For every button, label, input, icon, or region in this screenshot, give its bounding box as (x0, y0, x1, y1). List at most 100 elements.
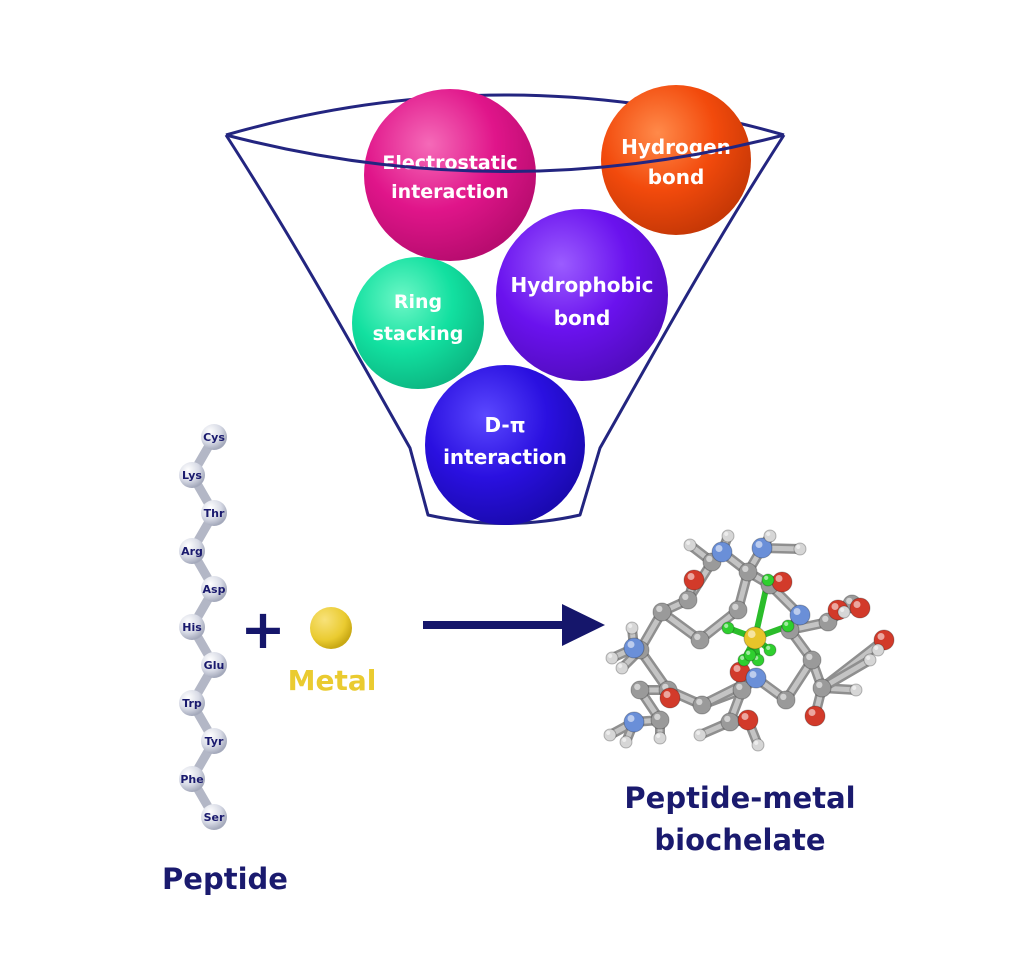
atom-shine (754, 740, 759, 746)
ring-line1: Ring (394, 291, 442, 313)
residue-bead (179, 766, 205, 792)
dpi-line2: interaction (443, 445, 567, 469)
hydrogen-atom (863, 653, 877, 667)
atom-shine (793, 608, 801, 615)
atom-shine (840, 607, 845, 613)
atom-shine (852, 685, 857, 691)
hydrogen-atom (751, 738, 765, 752)
hydrogen-atom (793, 542, 807, 556)
atom-shine (687, 573, 695, 580)
ligand-atom (721, 621, 735, 635)
nitrogen-atom (711, 541, 733, 563)
ligand-atom (763, 643, 777, 657)
atom-shine (806, 653, 813, 660)
biochelate-molecule-model (603, 529, 895, 752)
oxygen-atom (849, 597, 871, 619)
hydrogen-atom (605, 651, 619, 665)
ligand-atom (761, 573, 775, 587)
oxygen-atom (659, 687, 681, 709)
metal-label: Metal (287, 664, 377, 697)
residue-label: Thr (204, 507, 225, 520)
carbon-atom (678, 590, 698, 610)
carbon-atom (802, 650, 822, 670)
residue-label: Cys (203, 431, 225, 444)
atom-shine (780, 693, 787, 700)
oxygen-atom (737, 709, 759, 731)
atom-shine (627, 715, 635, 722)
atom-shine (747, 630, 756, 639)
metal-center (743, 626, 767, 650)
hydrogen-atom (619, 735, 633, 749)
residue-label: Glu (204, 659, 225, 672)
atom-shine (618, 663, 623, 669)
residue-bead (201, 500, 227, 526)
atom-shine (775, 575, 783, 582)
residue-bead (179, 690, 205, 716)
atom-shine (627, 641, 635, 648)
hydrogen-atom (849, 683, 863, 697)
atom-shine (742, 565, 749, 572)
atom-shine (634, 683, 641, 690)
product-label: Peptide-metal biochelate (590, 777, 890, 861)
atom-shine (831, 603, 839, 610)
residue-label: His (182, 621, 202, 634)
hydrogen-atom (625, 621, 639, 635)
residue-bead (201, 652, 227, 678)
hydrogen-line2: bond (648, 165, 705, 189)
atom-shine (764, 575, 769, 581)
electrostatic-interaction-sphere: Electrostatic interaction (364, 89, 536, 261)
residue-label: Trp (182, 697, 202, 710)
dpi-line1: D-π (484, 413, 525, 437)
atom-shine (732, 603, 739, 610)
atom-shine (724, 623, 729, 629)
atom-shine (853, 601, 861, 608)
atom-shine (816, 681, 823, 688)
atom-shine (766, 531, 771, 537)
hydrogen-line1: Hydrogen (621, 135, 731, 159)
atom-shine (696, 730, 701, 736)
carbon-atom (690, 630, 710, 650)
atom-shine (622, 737, 627, 743)
atom-shine (808, 709, 816, 716)
hydrogen-atom (603, 728, 617, 742)
atom-shine (736, 683, 743, 690)
atom-shine (662, 683, 669, 690)
residue-bead (179, 462, 205, 488)
ring-stacking-sphere: Ring stacking (352, 257, 484, 389)
residue-label: Lys (182, 469, 202, 482)
atom-shine (796, 544, 801, 550)
atom-shine (822, 615, 829, 622)
molecule-bond-highlight (819, 657, 873, 691)
atom-shine (706, 555, 713, 562)
peptide-label: Peptide (162, 862, 288, 896)
electrostatic-line2: interaction (391, 181, 509, 203)
residue-label: Ser (204, 811, 225, 824)
carbon-atom (650, 710, 670, 730)
atom-shine (740, 655, 745, 661)
hydrogen-atom (721, 529, 735, 543)
atom-shine (715, 545, 723, 552)
residue-label: Arg (181, 545, 203, 558)
product-label-line2: biochelate (654, 823, 826, 857)
plus-sign: + (240, 598, 285, 661)
hydrogen-atom (615, 661, 629, 675)
hydrogen-atom (837, 605, 851, 619)
atom-shine (874, 645, 879, 651)
atom-shine (846, 597, 853, 604)
atom-shine (755, 541, 763, 548)
atom-shine (656, 605, 663, 612)
nitrogen-atom (745, 667, 767, 689)
oxygen-atom (771, 571, 793, 593)
atom-shine (746, 650, 751, 656)
atom-shine (741, 713, 749, 720)
atom-shine (656, 733, 661, 739)
atom-shine (749, 671, 757, 678)
oxygen-atom (804, 705, 826, 727)
residue-label: Phe (180, 773, 203, 786)
residue-bead (201, 728, 227, 754)
d-pi-interaction-sphere: D-π interaction (425, 365, 585, 525)
atom-shine (608, 653, 613, 659)
nitrogen-atom (623, 637, 645, 659)
nitrogen-atom (623, 711, 645, 733)
atom-shine (663, 691, 671, 698)
